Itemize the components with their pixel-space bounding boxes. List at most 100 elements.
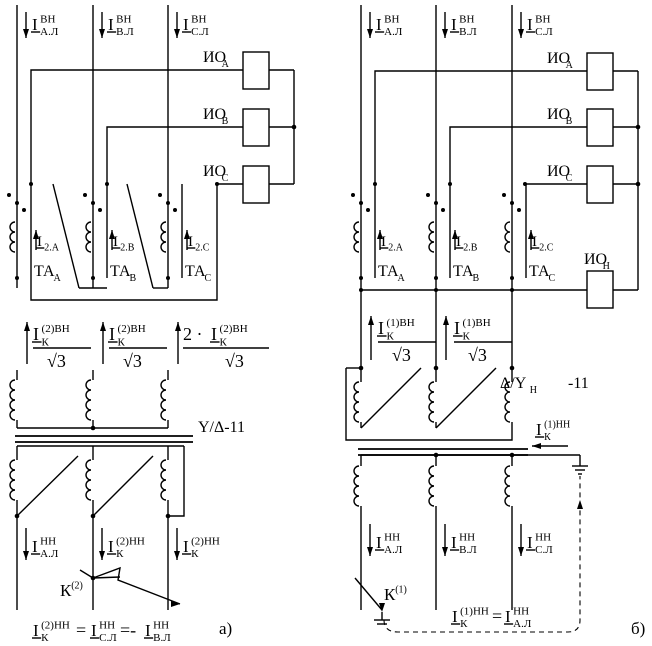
panel-a-fraction-0-num: I [33,324,39,344]
panel-a-hv-winding [9,379,16,421]
panel-b-neutral-current-sup: (1)НН [544,419,570,430]
panel-b-eq-rhs: I [505,607,511,626]
panel-a-caption: а) [219,619,232,638]
panel-a-top-current-2-sub: С.Л [191,26,209,38]
panel-a-ct-secondary [9,221,16,253]
panel-a-relay-coil [242,108,270,147]
panel-b-top-current-0-sub: А.Л [384,26,403,38]
junction-dot [291,124,297,130]
panel-a-hv-winding [160,379,167,421]
panel-a-ct-secondary [160,221,167,253]
panel-a-relay-label-1-sub: В [222,116,229,127]
panel-b-bottom-current-arrow-head [518,547,524,556]
panel-a-top-current-2-sup: ВН [191,13,206,25]
panel-a-transformer-label: Y/Δ-11 [198,419,245,436]
panel-a-delta-link [16,455,79,517]
panel-a-relay-label-0: ИО [203,49,226,66]
panel-b-relay-coil [586,165,614,204]
junction-dot [166,276,170,280]
panel-b-ct-label-0: ТА [378,263,399,280]
panel-a-bottom-current-arrow-head [174,551,180,560]
panel-a-fraction-1-denom: √3 [123,351,142,371]
panel-a-relay-label-2: ИО [203,163,226,180]
panel-b-neutral-current: I [536,420,542,439]
panel-a-bottom-current-0-sub: А.Л [40,548,59,560]
panel-a-relay-label-2-sub: С [222,173,229,184]
panel-a-fraction-0-num-sup: (2)ВН [42,323,70,335]
panel-b-ct-current-arrow-head [528,230,534,239]
junction-dot [22,208,26,212]
panel-b-ct-current-0: I [381,234,386,250]
panel-b-top-current-arrow-head [367,29,373,38]
panel-a-fraction-arrow-head [24,322,30,331]
panel-b-bottom-current-2-sup: НН [535,531,551,543]
junction-dot [90,425,96,431]
panel-b-top-current-1-sup: ВН [459,13,474,25]
panel-a-relay-label-0-sub: А [222,59,230,70]
junction-dot [426,193,430,197]
panel-a-bottom-current-2-sub: К [191,548,199,560]
circuit-wiring [7,5,641,639]
panel-a-ct-secondary [85,221,92,253]
panel-a-eq-rhs: I [145,621,151,640]
wire-segment [345,368,513,441]
panel-b-bottom-current-1-sub: В.Л [459,544,477,556]
panel-b-ct-label-1-sub: В [473,273,480,284]
panel-a-eq-rhs-sub: В.Л [153,632,171,644]
junction-dot [15,276,19,280]
panel-b-ct-current-arrow-head [377,230,383,239]
panel-b-fraction-arrow-head [443,316,449,325]
wire-segment [92,576,121,579]
junction-dot [359,276,363,280]
panel-b-fraction-1-num: I [454,318,460,338]
wire-segment [374,70,587,184]
wire-segment [106,126,243,184]
panel-a-fault-bolt [92,566,181,605]
panel-b-relay-label-0-sub: А [566,60,574,71]
panel-b-caption: б) [631,619,645,638]
panel-a-eq-sign1: = [76,620,86,640]
wire-segment [52,183,80,289]
panel-a-eq-mid-sup: НН [99,619,115,631]
panel-b-eq-lhs-sub: К [460,618,468,630]
panel-a-ct-label-1: ТА [110,263,131,280]
panel-a-ct-current-2: I [188,234,193,250]
panel-b-delta-link [360,367,422,429]
panel-b-ct-label-2-sub: С [549,273,556,284]
panel-a-fraction-1-num-sup: (2)ВН [118,323,146,335]
panel-b-lv-winding [504,465,511,507]
wire-segment [168,446,185,517]
panel-b-fault-label-sup: (1) [395,584,407,595]
panel-b-eq-rhs-sup: НН [513,605,529,617]
panel-a-top-current-0: I [32,15,38,34]
panel-b-transformer-label: Δ/Y [500,375,527,392]
panel-b-ct-label-2: ТА [529,263,550,280]
panel-b-relay-label-1: ИО [547,106,570,123]
junction-dot [523,182,527,186]
panel-b-fraction-1-denom: √3 [468,345,487,365]
junction-dot [29,182,33,186]
junction-dot [91,276,95,280]
panel-b-bottom-current-arrow-head [442,547,448,556]
panel-a-bottom-current-1: I [108,537,114,556]
panel-a-fraction-2-coef: 2 · [183,324,203,344]
panel-a-top-current-arrow-head [99,29,105,38]
panel-b-fraction-1-num-sup: (1)ВН [463,317,491,329]
panel-a-bottom-current-arrow-head [99,551,105,560]
junction-dot [434,201,438,205]
panel-a-top-current-arrow-head [174,29,180,38]
panel-a-bottom-current-2: I [183,537,189,556]
panel-a-ct-current-1: I [113,234,118,250]
panel-b-relay-label-0: ИО [547,50,570,67]
panel-b-relay-coil [586,108,614,147]
junction-dot [502,193,506,197]
panel-a-eq-lhs-sup: (2)НН [41,619,70,631]
panel-b-ct-current-2-sub: 2.С [539,243,554,254]
panel-b-ct-label-1: ТА [453,263,474,280]
panel-a-relay-coil [242,165,270,204]
panel-b-eq-lhs: I [452,607,458,626]
wire-segment [30,69,243,184]
junction-dot [215,182,219,186]
junction-dot [105,182,109,186]
